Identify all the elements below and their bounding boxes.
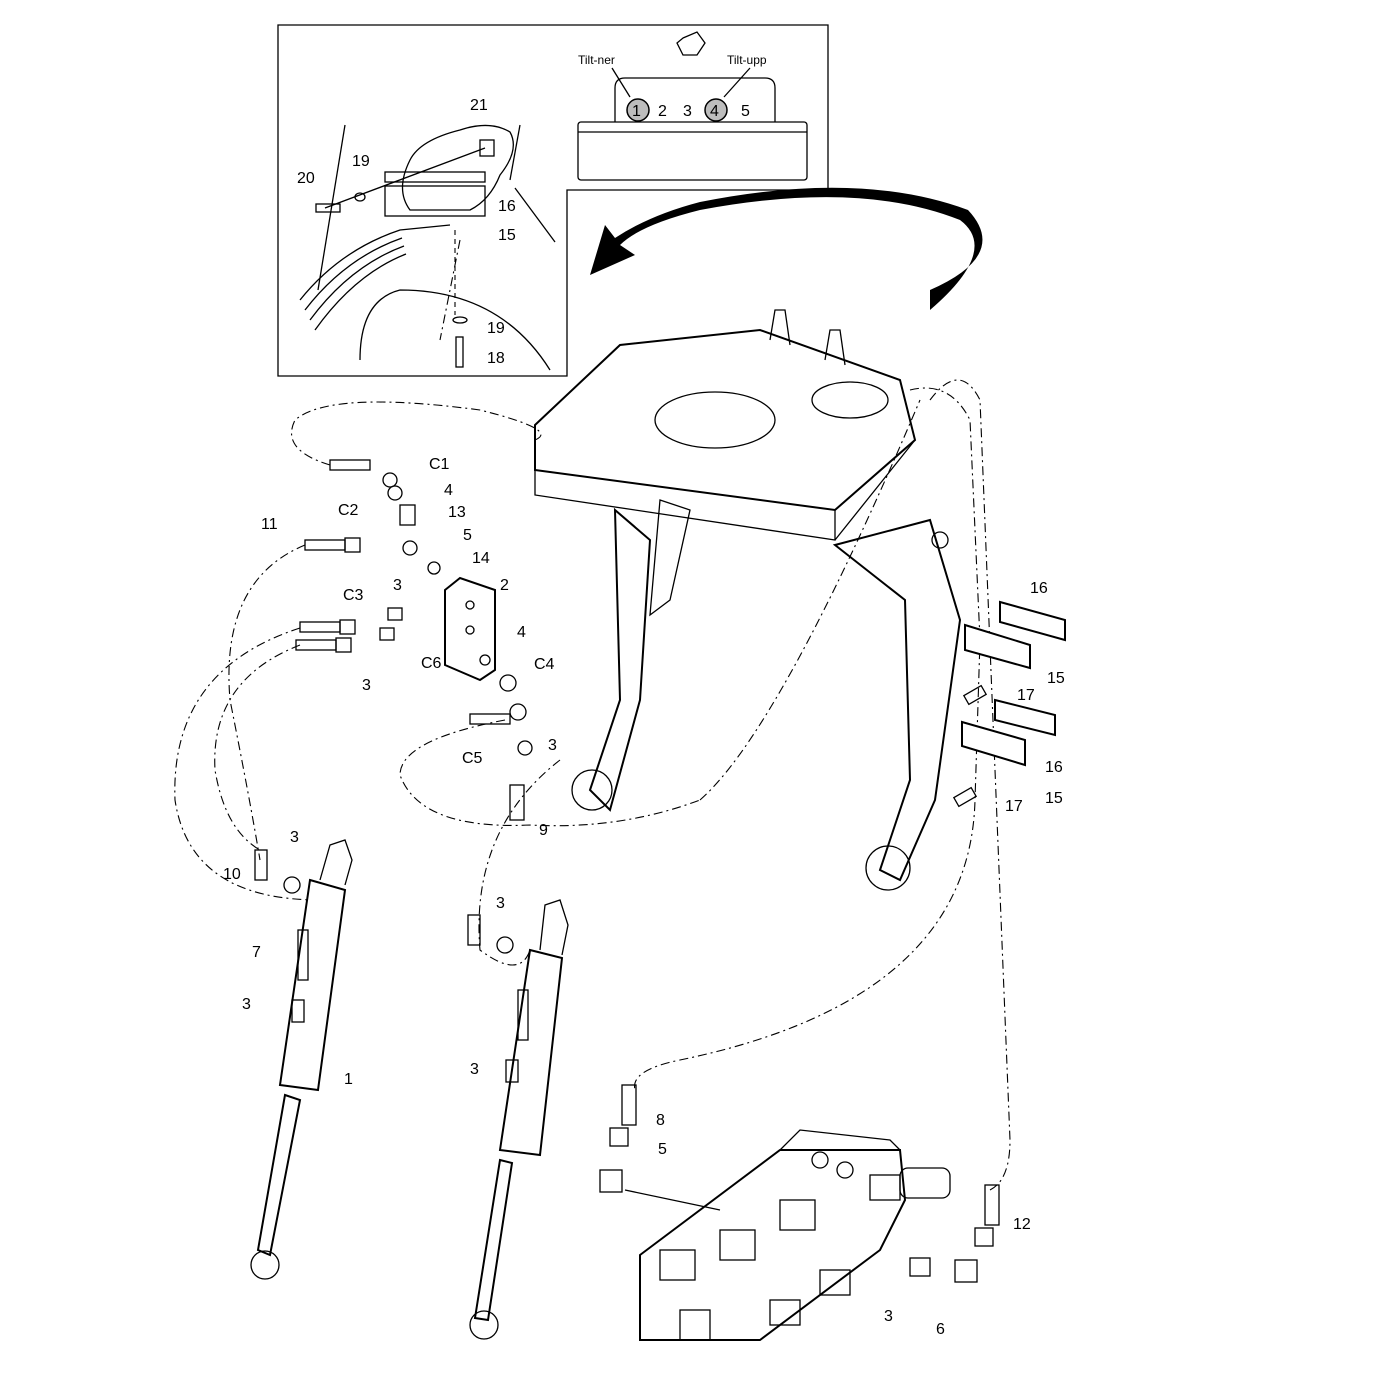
callout-C4: C4 bbox=[534, 656, 555, 673]
callout-C1: C1 bbox=[429, 456, 450, 473]
callout-C5: C5 bbox=[462, 750, 483, 767]
washer-19 bbox=[354, 192, 366, 202]
callout-3: 3 bbox=[362, 677, 371, 694]
inset-detail: 1 2 3 4 5 Tilt-ner Tilt-upp 21 19 20 16 … bbox=[277, 24, 829, 377]
callout-3: 3 bbox=[884, 1308, 893, 1325]
callout-21: 21 bbox=[470, 97, 488, 114]
connector-base bbox=[577, 121, 808, 181]
callout-16: 16 bbox=[498, 198, 516, 215]
hose-end bbox=[329, 459, 371, 471]
callout-18: 18 bbox=[487, 350, 505, 367]
callout-15: 15 bbox=[498, 227, 516, 244]
callout-7: 7 bbox=[252, 944, 261, 961]
hydraulic-hoses bbox=[174, 239, 1011, 1191]
slot-2: 2 bbox=[658, 103, 667, 120]
callout-17: 17 bbox=[1017, 687, 1035, 704]
callout-16: 16 bbox=[1030, 580, 1048, 597]
boom-frame bbox=[534, 309, 962, 891]
callout-1: 1 bbox=[344, 1071, 353, 1088]
distribution-block bbox=[295, 459, 533, 821]
callout-C6: C6 bbox=[421, 655, 442, 672]
callout-3: 3 bbox=[393, 577, 402, 594]
rotation-arrow-icon bbox=[590, 187, 983, 310]
callout-4: 4 bbox=[517, 624, 526, 641]
tilt-ner-label: Tilt-ner bbox=[578, 53, 615, 67]
tilt-cylinder-right bbox=[467, 899, 569, 1340]
bolt-20 bbox=[315, 203, 341, 213]
slot-5: 5 bbox=[741, 103, 750, 120]
callout-C3: C3 bbox=[343, 587, 364, 604]
bolt-18 bbox=[455, 336, 464, 368]
callout-3: 3 bbox=[548, 737, 557, 754]
callout-19: 19 bbox=[352, 153, 370, 170]
clamp-plate-16 bbox=[384, 171, 486, 183]
callout-10: 10 bbox=[223, 866, 241, 883]
inset-frame bbox=[277, 24, 829, 377]
callout-15: 15 bbox=[1045, 790, 1063, 807]
callout-17: 17 bbox=[1005, 798, 1023, 815]
slot-1: 1 bbox=[632, 103, 641, 120]
callout-5: 5 bbox=[658, 1141, 667, 1158]
slot-1-highlight bbox=[626, 98, 650, 122]
tilt-upp-label: Tilt-upp bbox=[727, 53, 767, 67]
callout-12: 12 bbox=[1013, 1216, 1031, 1233]
callout-16: 16 bbox=[1045, 759, 1063, 776]
tilt-cylinder-left bbox=[250, 839, 353, 1280]
bolt-21 bbox=[479, 139, 495, 157]
callout-3: 3 bbox=[470, 1061, 479, 1078]
clamp-block-15 bbox=[384, 185, 486, 217]
clamp-cutout bbox=[401, 124, 514, 211]
callout-9: 9 bbox=[539, 822, 548, 839]
callout-13: 13 bbox=[448, 504, 466, 521]
slot-4: 4 bbox=[710, 103, 719, 120]
callout-15: 15 bbox=[1047, 670, 1065, 687]
callout-8: 8 bbox=[656, 1112, 665, 1129]
slot-4-highlight bbox=[704, 98, 728, 122]
hose-clamps bbox=[952, 600, 1066, 808]
callout-11: 11 bbox=[261, 516, 278, 533]
control-valve bbox=[599, 1084, 1000, 1341]
callout-C2: C2 bbox=[338, 502, 359, 519]
callout-5: 5 bbox=[463, 527, 472, 544]
callout-19b: 19 bbox=[487, 320, 505, 337]
hex-nut-icon bbox=[676, 31, 706, 56]
connector-housing bbox=[614, 77, 776, 122]
callout-2: 2 bbox=[500, 577, 509, 594]
callout-20: 20 bbox=[297, 170, 315, 187]
callouts: C1 4 13 C2 5 14 11 2 3 C3 C6 3 4 C4 3 C5… bbox=[223, 456, 1065, 1338]
washer-19b bbox=[452, 316, 468, 324]
slot-3: 3 bbox=[683, 103, 692, 120]
callout-6: 6 bbox=[936, 1321, 945, 1338]
hose-bundle bbox=[299, 224, 451, 331]
callout-4: 4 bbox=[444, 482, 453, 499]
frame-outline-inset bbox=[359, 289, 551, 371]
callout-3: 3 bbox=[290, 829, 299, 846]
callout-14: 14 bbox=[472, 550, 490, 567]
callout-3: 3 bbox=[242, 996, 251, 1013]
callout-3: 3 bbox=[496, 895, 505, 912]
